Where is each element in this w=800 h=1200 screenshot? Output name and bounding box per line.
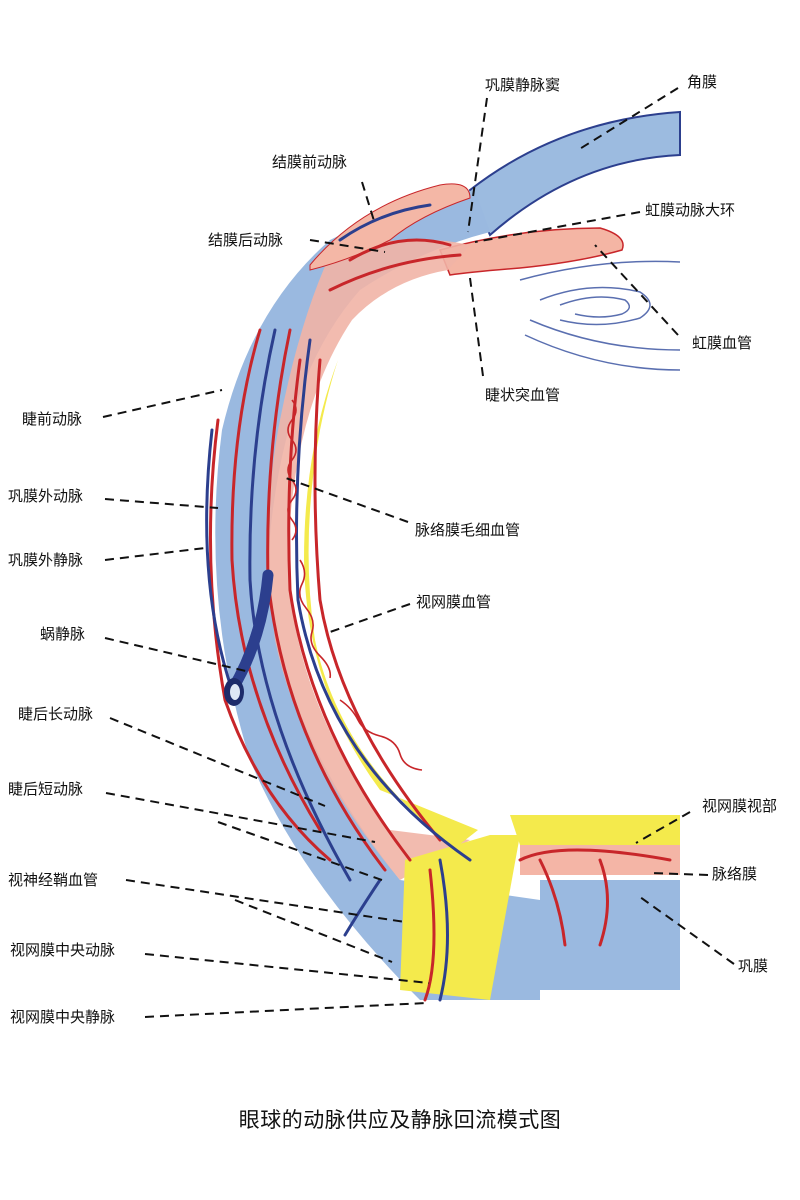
label-sclera: 巩膜 xyxy=(738,957,769,975)
choroid-band xyxy=(268,239,470,880)
label-choroid: 脉络膜 xyxy=(712,865,758,883)
label-choroidal-capillaries: 脉络膜毛细血管 xyxy=(415,521,521,539)
posterior-choroid xyxy=(520,840,680,875)
label-optic-nerve-sheath-vessels: 视神经鞘血管 xyxy=(8,871,99,889)
retina-posterior xyxy=(510,815,680,845)
posterior-sclera xyxy=(540,880,680,990)
label-retinal-vessels: 视网膜血管 xyxy=(416,593,492,611)
label-episcleral-artery: 巩膜外动脉 xyxy=(8,487,84,505)
label-sinus-venosus-sclerae: 巩膜静脉窦 xyxy=(485,76,561,94)
label-short-posterior-ciliary-artery: 睫后短动脉 xyxy=(8,780,84,798)
label-major-arterial-circle-of-iris: 虹膜动脉大环 xyxy=(645,201,736,219)
label-long-posterior-ciliary-artery: 睫后长动脉 xyxy=(18,705,94,723)
vortex-vein-shape xyxy=(224,569,274,706)
label-ciliary-process-vessels: 睫状突血管 xyxy=(485,386,561,404)
label-anterior-ciliary-artery: 睫前动脉 xyxy=(22,410,83,428)
label-anterior-conjunctival-artery: 结膜前动脉 xyxy=(272,153,348,171)
leader-lines xyxy=(102,87,735,1018)
cornea-shape xyxy=(468,110,681,237)
label-iris-vessels: 虹膜血管 xyxy=(692,334,753,352)
label-retina-optic-part: 视网膜视部 xyxy=(702,797,778,815)
label-cornea: 角膜 xyxy=(687,73,718,91)
choroidal-capillary-beads xyxy=(287,399,423,771)
label-central-retinal-artery: 视网膜中央动脉 xyxy=(10,941,116,959)
label-central-retinal-vein: 视网膜中央静脉 xyxy=(10,1008,116,1026)
label-posterior-conjunctival-artery: 结膜后动脉 xyxy=(208,231,284,249)
iris-lens-rings xyxy=(519,260,681,371)
label-vortex-vein: 蜗静脉 xyxy=(40,625,86,643)
figure-title: 眼球的动脉供应及静脉回流模式图 xyxy=(238,1108,562,1132)
label-episcleral-vein: 巩膜外静脉 xyxy=(8,551,84,569)
